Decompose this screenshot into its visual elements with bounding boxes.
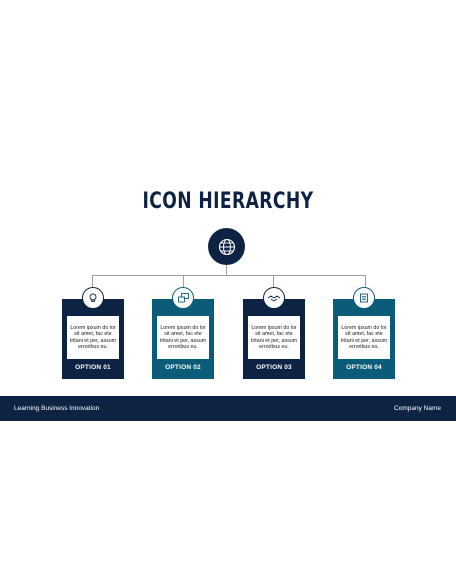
option-card-label: OPTION 01: [75, 364, 111, 371]
option-card-text: Lorem ipsum do lor sit amet, fac ete tri…: [248, 316, 300, 359]
option-card-label: OPTION 02: [165, 364, 201, 371]
hub-node: [208, 228, 245, 265]
page-title: ICON HIERARCHY: [142, 189, 314, 214]
connector-hub-vertical: [226, 265, 227, 276]
connector-branch-3: [273, 275, 274, 288]
option-card-4: Lorem ipsum do lor sit amet, fac ete tri…: [333, 287, 395, 379]
option-card-label: OPTION 04: [346, 364, 382, 371]
chat-icon: [177, 293, 189, 303]
globe-icon: [218, 238, 235, 255]
handshake-icon: [267, 295, 281, 302]
connector-horizontal: [92, 275, 366, 276]
connector-branch-4: [365, 275, 366, 288]
option-card-text: Lorem ipsum do lor sit amet, fac ete tri…: [338, 316, 390, 359]
option-card-2: Lorem ipsum do lor sit amet, fac ete tri…: [152, 287, 214, 379]
footer-company-name: Company Name: [394, 405, 441, 412]
option-card-text: Lorem ipsum do lor sit amet, fac ete tri…: [67, 316, 119, 359]
lightbulb-icon: [89, 293, 97, 303]
option-card-text: Lorem ipsum do lor sit amet, fac ete tri…: [157, 316, 209, 359]
option-card-label: OPTION 03: [256, 364, 292, 371]
connector-branch-2: [183, 275, 184, 288]
connector-branch-1: [92, 275, 93, 288]
footer-bar: Learning Business Innovation Company Nam…: [0, 396, 456, 421]
option-card-1: Lorem ipsum do lor sit amet, fac ete tri…: [62, 287, 124, 379]
document-icon: [360, 293, 368, 303]
footer-tagline: Learning Business Innovation: [14, 405, 100, 412]
option-card-3: Lorem ipsum do lor sit amet, fac ete tri…: [243, 287, 305, 379]
